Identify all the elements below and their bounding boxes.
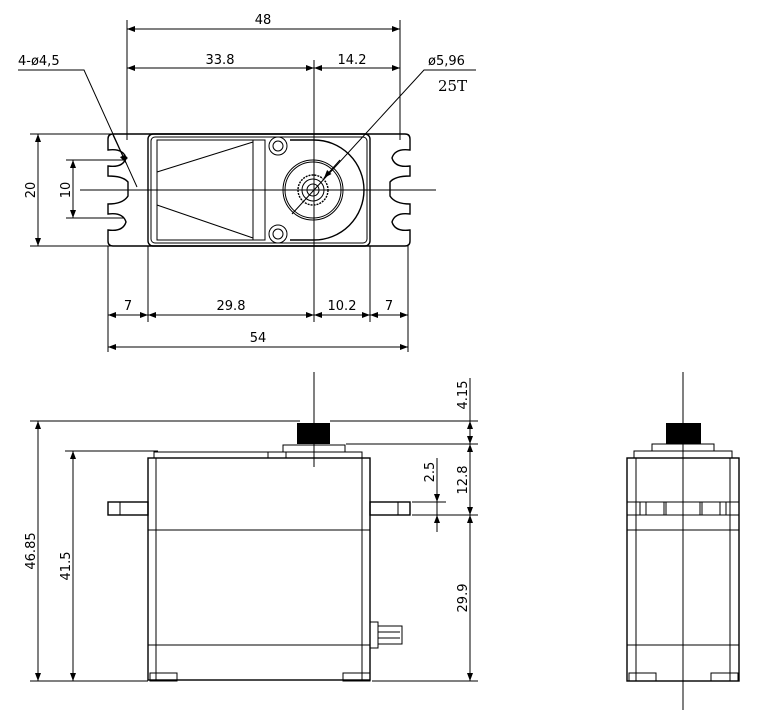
dim-2-5-label: 2.5 xyxy=(423,462,438,483)
shaft-leader xyxy=(291,69,476,215)
screw-hole-top xyxy=(268,136,288,156)
front-view: 46.85 41.5 4.15 12.8 29.9 2.5 xyxy=(24,372,478,682)
dim-54-label: 54 xyxy=(250,331,267,346)
mounting-flange xyxy=(107,133,411,247)
dim-10-label: 10 xyxy=(59,182,74,199)
hole-leader-arrow xyxy=(112,134,127,164)
dim-4-15-label: 4.15 xyxy=(456,381,471,410)
foot-left xyxy=(628,672,657,682)
dim-7-left-label: 7 xyxy=(124,299,132,314)
recess-line-bottom xyxy=(156,204,254,239)
dim-12-8-label: 12.8 xyxy=(456,466,471,495)
recess-line-top xyxy=(156,141,254,173)
dim-33-8-label: 33.8 xyxy=(206,53,235,68)
dim-10-2-label: 10.2 xyxy=(328,299,357,314)
tab-band-details xyxy=(639,502,727,515)
cable-connector xyxy=(370,621,403,649)
side-view xyxy=(626,372,740,710)
mounting-tab-right xyxy=(369,501,411,516)
top-cover xyxy=(153,451,363,458)
case-body xyxy=(147,457,371,681)
dim-41-5-label: 41.5 xyxy=(59,552,74,581)
hole-leader xyxy=(18,69,138,188)
shaft-leader-arrow xyxy=(323,159,341,179)
dim-48-label: 48 xyxy=(255,13,272,28)
screw-hole-bottom xyxy=(268,224,288,244)
hole-callout: 4-ø4,5 xyxy=(18,54,60,69)
dim-46-85-label: 46.85 xyxy=(24,532,39,569)
shaft-callout: ø5,96 xyxy=(428,54,465,69)
dim-29-9-label: 29.9 xyxy=(456,584,471,613)
dim-29-8-label: 29.8 xyxy=(217,299,246,314)
foot-right xyxy=(710,672,739,682)
top-view: 48 33.8 14.2 4-ø4,5 ø5,96 25T 20 10 7 29… xyxy=(18,13,476,352)
label-recess xyxy=(156,139,266,241)
spline-callout: 25T xyxy=(438,77,467,95)
foot-right xyxy=(342,672,371,682)
cover-screw-boss xyxy=(267,451,287,459)
dim-7-right-label: 7 xyxy=(385,299,393,314)
dim-20-label: 20 xyxy=(24,182,39,199)
dim-14-2-label: 14.2 xyxy=(338,53,367,68)
foot-left xyxy=(149,672,178,682)
screw-head-bottom xyxy=(272,228,284,240)
screw-head-top xyxy=(272,140,284,152)
mounting-tab-left xyxy=(107,501,149,516)
